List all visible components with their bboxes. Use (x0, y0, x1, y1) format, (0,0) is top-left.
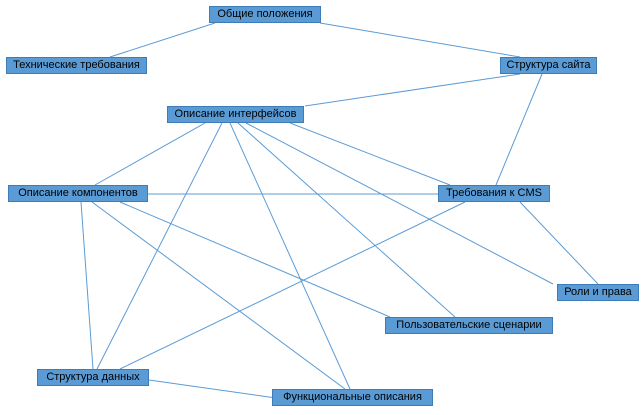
node-cms: Требования к CMS (438, 185, 550, 202)
node-functional: Функциональные описания (272, 389, 433, 406)
edge-interfaces-data-structure (96, 122, 223, 370)
edge-interfaces-functional (229, 122, 351, 390)
edge-components-data-structure (80, 201, 94, 370)
edge-cms-data-structure (119, 201, 466, 370)
edge-data-structure-functional (148, 379, 277, 399)
edge-interfaces-scenarios (237, 122, 456, 318)
node-components: Описание компонентов (8, 185, 148, 202)
edge-components-functional (91, 201, 346, 390)
edge-interfaces-components (94, 122, 206, 186)
node-technical: Технические требования (6, 57, 147, 74)
edge-site-structure-interfaces (304, 73, 521, 107)
node-data-structure: Структура данных (37, 369, 149, 386)
edge-general-site-structure (319, 22, 521, 58)
edge-site-structure-cms (495, 73, 543, 186)
node-roles: Роли и права (557, 284, 639, 301)
node-general: Общие положения (209, 6, 321, 23)
edge-general-technical (109, 22, 216, 58)
edge-components-scenarios (119, 201, 391, 318)
node-scenarios: Пользовательские сценарии (385, 317, 553, 334)
node-interfaces: Описание интерфейсов (167, 106, 304, 123)
edge-cms-roles (519, 201, 599, 285)
node-site-structure: Структура сайта (500, 57, 597, 74)
edge-interfaces-cms (289, 122, 451, 186)
edge-interfaces-roles (245, 122, 554, 285)
